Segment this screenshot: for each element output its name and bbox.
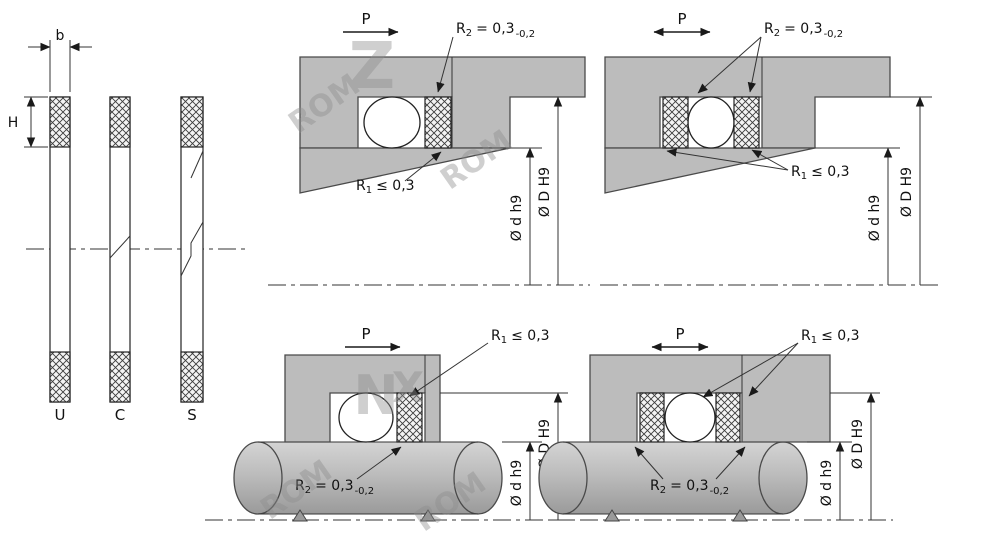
ring-c [109,96,131,403]
leader-r1 [409,342,489,397]
support-triangle [292,509,308,522]
leader-r2 [634,446,664,480]
backup-ring [733,96,760,149]
pressure-label: P [675,325,684,343]
ring-section-hatch [109,351,131,403]
dimension-h: H [8,96,48,148]
shaft-body [563,442,783,514]
ring-s-label: S [187,406,197,424]
ring-c-label: C [115,406,125,424]
ring-cross-sections: b H U C S [8,28,250,424]
dim-b-label: b [56,28,65,44]
dia-d-label: Ø d h9 [509,195,525,242]
r2-annotation: R2= 0,3-0,2 [650,478,729,497]
dia-D-label: Ø D H9 [537,167,553,217]
r2-annotation: R2= 0,3-0,2 [456,21,535,40]
r2-annotation: R2= 0,3-0,2 [764,21,843,40]
dimension-b: b [28,28,92,92]
dia-d-label: Ø d h9 [819,460,835,507]
watermark-text: X [392,363,424,412]
leader-r2 [715,446,746,480]
shaft-end [538,441,588,515]
r1-annotation: R1≤ 0,3 [356,178,415,196]
o-ring [363,96,421,149]
watermark-text: N [353,364,398,427]
ring-section-hatch [49,96,71,148]
ring-s [180,96,204,403]
support-triangle [732,509,748,522]
pressure-label: P [361,10,370,28]
step-cut-line [180,221,204,277]
r1-annotation: R1≤ 0,3 [791,164,850,182]
backup-ring [715,392,741,443]
leader-r2 [356,446,402,480]
backup-ring [424,96,452,149]
ring-u [49,96,71,403]
leader-r1 [666,148,789,171]
dia-D-label: Ø D H9 [850,419,866,469]
r1-annotation: R1≤ 0,3 [801,328,860,346]
diagram-top-right: P R2= 0,3-0,2 R1≤ 0,3 Ø d h9 Ø D H9 [600,10,938,286]
watermark-text: Z [349,30,395,104]
r2-annotation: R2= 0,3-0,2 [295,478,374,497]
support-triangle [604,509,620,522]
backup-ring [662,96,689,149]
shaft-body [258,442,478,514]
pressure-label: P [677,10,686,28]
step-cut-line [190,150,204,179]
rod [299,147,511,194]
leader-r1 [748,342,799,397]
diagram-bottom-right: P R1≤ 0,3 R2= 0,3-0,2 Ø d h9 Ø D H9 [538,325,893,522]
dia-d-label: Ø d h9 [509,460,525,507]
ring-section-hatch [109,96,131,148]
leader-r2 [747,36,762,93]
backup-ring [639,392,665,443]
o-ring [687,96,735,149]
leader-r1 [404,151,442,182]
support-triangle [420,509,436,522]
r1-annotation: R1≤ 0,3 [491,328,550,346]
dia-D-label: Ø D H9 [899,167,915,217]
leader-r2 [697,36,762,94]
o-ring [338,392,394,443]
diagram-top-left: P R2= 0,3-0,2 R1≤ 0,3 Ø d h9 Ø D H9 [268,10,590,286]
angle-cut-line [109,235,131,259]
ring-section-hatch [49,351,71,403]
pressure-label: P [361,325,370,343]
dim-h-label: H [8,115,19,131]
leader-r1 [751,149,789,171]
leader-r1 [702,342,799,398]
dia-d-label: Ø d h9 [867,195,883,242]
ring-section-hatch [180,351,204,403]
o-ring [664,392,716,443]
diagram-bottom-left: P R1≤ 0,3 R2= 0,3-0,2 Ø d h9 Ø D H9 [205,325,588,522]
ring-u-label: U [55,406,66,424]
rod [604,147,816,194]
ring-section-hatch [180,96,204,148]
leader-r2 [436,36,454,93]
shaft-end [758,441,808,515]
backup-ring [396,392,423,443]
